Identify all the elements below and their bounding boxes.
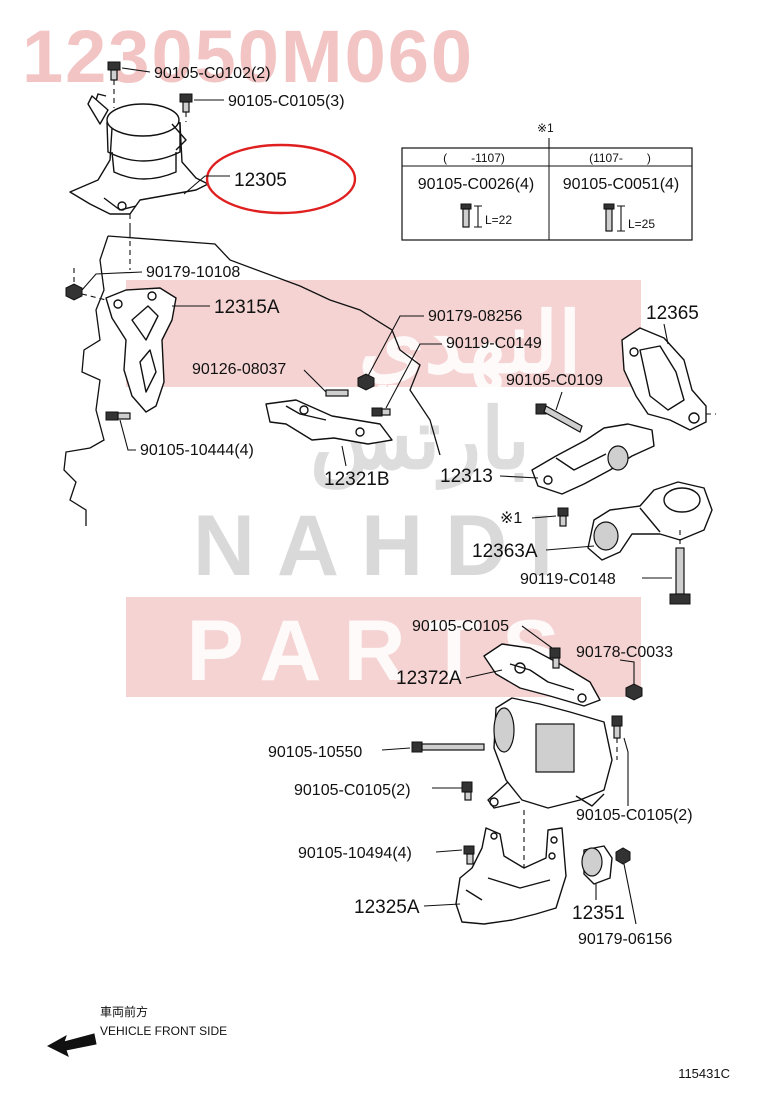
note-col1-header: ( -1107) xyxy=(443,151,505,165)
label-90105-C0109: 90105-C0109 xyxy=(506,372,603,389)
label-90105-10494: 90105-10494(4) xyxy=(298,845,412,862)
document-number: 123050M060 xyxy=(22,15,474,98)
note-col1-length: L=22 xyxy=(485,213,512,227)
bolt-90105-C0105-2a xyxy=(461,781,473,801)
label-90105-10444: 90105-10444(4) xyxy=(140,442,254,459)
label-90105-10550: 90105-10550 xyxy=(268,744,362,761)
bracket-12365 xyxy=(621,327,707,431)
direction-english: VEHICLE FRONT SIDE xyxy=(100,1024,227,1038)
label-90119-C0148: 90119-C0148 xyxy=(520,571,616,588)
stud-90126-08037 xyxy=(325,389,349,397)
bolt-90105-C0105-3 xyxy=(179,93,193,113)
bracket-12325A xyxy=(455,827,567,925)
note-col2-part: 90105-C0051(4) xyxy=(563,176,680,193)
label-90105-C0105-2b: 90105-C0105(2) xyxy=(576,807,693,824)
label-90179-10108: 90179-10108 xyxy=(146,264,240,281)
note-col1-part: 90105-C0026(4) xyxy=(418,176,535,193)
mount-assembly-lower xyxy=(487,697,613,809)
label-90105-C0102: 90105-C0102(2) xyxy=(154,65,271,82)
label-90105-C0105-2a: 90105-C0105(2) xyxy=(294,782,411,799)
label-12363A: 12363A xyxy=(472,541,538,562)
label-90105-C0105-3: 90105-C0105(3) xyxy=(228,93,345,110)
watermark-band-top xyxy=(126,280,641,387)
bolt-mark1 xyxy=(557,507,569,527)
engine-mount-12305 xyxy=(69,93,209,215)
label-12372A: 12372A xyxy=(396,668,462,689)
label-mark1: ※1 xyxy=(500,510,522,527)
bracket-12321B xyxy=(265,399,393,445)
bolt-90105-C0105-2b xyxy=(611,715,623,739)
mount-12363A xyxy=(587,481,713,561)
label-12315A: 12315A xyxy=(214,297,280,318)
label-12321B: 12321B xyxy=(324,469,390,490)
watermark-arabic-2: بارتس xyxy=(310,392,530,490)
bracket-12372A xyxy=(483,643,601,707)
nut-90179-06156 xyxy=(615,847,631,865)
bushing-12351 xyxy=(581,845,613,885)
note-table: ※1 ( -1107) (1107- ) 90105-C0026(4) 9010… xyxy=(401,121,693,241)
label-12305: 12305 xyxy=(234,170,287,191)
direction-japanese: 車両前方 xyxy=(100,1004,148,1019)
bolt-90105-10550 xyxy=(411,741,485,753)
highlight-ellipse xyxy=(205,143,357,215)
note-mark: ※1 xyxy=(537,121,554,135)
engine-outline xyxy=(63,235,441,526)
watermark-arabic-1: النهدي xyxy=(359,296,582,395)
label-12365: 12365 xyxy=(646,303,699,324)
bracket-12315A xyxy=(105,287,177,413)
nut-90179-08256 xyxy=(357,373,375,391)
nut-90179-10108 xyxy=(65,283,83,301)
figure-code: 115431C xyxy=(678,1066,730,1081)
label-90105-C0105-a: 90105-C0105 xyxy=(412,618,509,635)
label-90179-06156: 90179-06156 xyxy=(578,931,672,948)
label-12325A: 12325A xyxy=(354,897,420,918)
vehicle-front-indicator: 車両前方 VEHICLE FRONT SIDE xyxy=(46,1004,227,1057)
bolt-90105-10494 xyxy=(463,845,475,865)
bracket-12313 xyxy=(531,423,655,495)
bolt-90105-10444 xyxy=(105,411,131,421)
label-12351: 12351 xyxy=(572,903,625,924)
watermark-latin-1: NAHDI xyxy=(193,498,575,594)
label-90179-08256: 90179-08256 xyxy=(428,308,522,325)
note-col2-header: (1107- ) xyxy=(589,151,651,165)
label-12313: 12313 xyxy=(440,466,493,487)
label-90178-C0033: 90178-C0033 xyxy=(576,644,673,661)
bolt-90105-C0109 xyxy=(535,403,583,433)
nut-90178-C0033 xyxy=(625,683,643,701)
bolt-90119-C0149 xyxy=(371,407,391,417)
arrow-left-icon xyxy=(46,1033,97,1057)
label-90126-08037: 90126-08037 xyxy=(192,361,286,378)
note-col2-length: L=25 xyxy=(628,217,655,231)
bolt-90105-C0105-a xyxy=(549,647,561,669)
label-90119-C0149: 90119-C0149 xyxy=(446,335,542,352)
bolt-90119-C0148 xyxy=(669,547,691,605)
